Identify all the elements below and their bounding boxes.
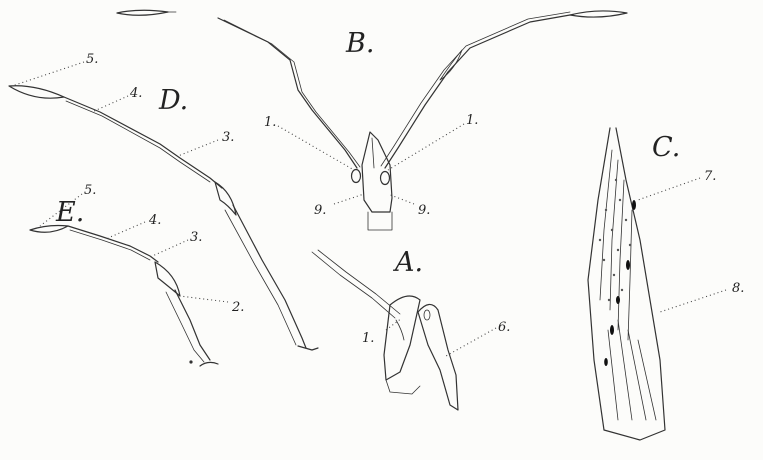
number-b-left-9: 9.: [314, 203, 326, 218]
figure-c-drawing: [588, 128, 665, 440]
figure-label-a: A.: [392, 247, 423, 278]
number-e-5: 5.: [84, 183, 96, 198]
figure-label-e: E.: [55, 197, 84, 228]
number-b-left-1: 1.: [264, 115, 276, 130]
number-a-1: 1.: [362, 331, 374, 346]
figure-label-b: B.: [345, 28, 374, 59]
figure-e-drawing: [30, 226, 218, 367]
number-d-3: 3.: [222, 130, 234, 145]
number-e-3: 3.: [190, 230, 202, 245]
number-c-7: 7.: [704, 169, 716, 184]
figure-label-c: C.: [652, 132, 680, 163]
number-d-4: 4.: [129, 86, 142, 101]
number-b-right-1: 1.: [466, 113, 478, 128]
number-d-5: 5.: [86, 52, 98, 67]
number-a-6: 6.: [498, 320, 510, 335]
number-e-2: 2.: [231, 300, 244, 315]
number-c-8: 8.: [732, 281, 744, 296]
figure-a-drawing: [312, 250, 458, 410]
figure-label-d: D.: [158, 85, 188, 116]
number-b-right-9: 9.: [418, 203, 430, 218]
number-e-4: 4.: [148, 213, 161, 228]
